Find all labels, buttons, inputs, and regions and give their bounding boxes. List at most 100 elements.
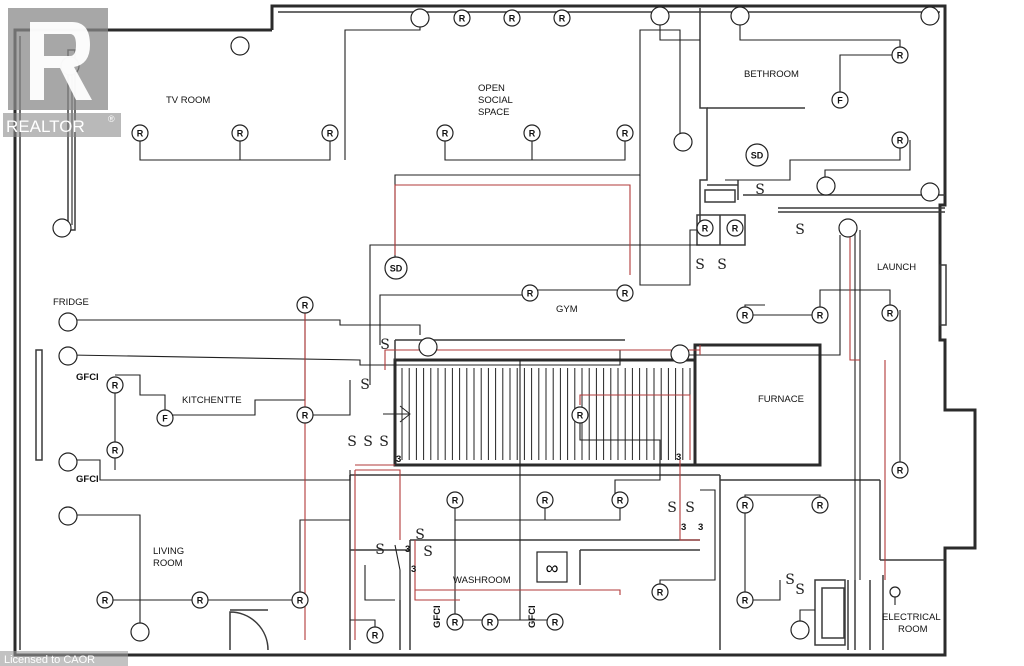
registered-mark: ® xyxy=(108,114,115,124)
switch-icon: S xyxy=(363,434,373,450)
receptacle-icon: R xyxy=(523,124,541,142)
svg-text:R: R xyxy=(702,224,709,234)
room-label-open-social-space-2: SOCIAL xyxy=(478,95,513,106)
svg-text:R: R xyxy=(112,381,119,391)
svg-text:R: R xyxy=(657,588,664,598)
receptacle-icon: R xyxy=(611,491,629,509)
room-label-gym: GYM xyxy=(556,304,578,315)
gfci-label-kitchen: GFCI xyxy=(76,372,99,383)
svg-text:R: R xyxy=(552,618,559,628)
receptacle-icon: R xyxy=(106,441,124,459)
switch-icon: S xyxy=(795,582,805,598)
receptacle-icon: R xyxy=(106,376,124,394)
svg-text:R: R xyxy=(112,446,119,456)
receptacle-icon: R xyxy=(291,591,309,609)
gfci-label-washroom-2: GFCI xyxy=(527,605,538,628)
fan-icon: F xyxy=(831,91,849,109)
receptacle-icon: R xyxy=(736,591,754,609)
room-label-washroom: WASHROOM xyxy=(453,575,511,586)
fridge-label: FRIDGE xyxy=(53,297,89,308)
svg-text:R: R xyxy=(529,129,536,139)
receptacle-icon: R xyxy=(446,613,464,631)
svg-text:F: F xyxy=(837,96,843,106)
room-label-electrical-room-1: ELECTRICAL xyxy=(882,612,941,623)
svg-text:R: R xyxy=(102,596,109,606)
svg-text:R: R xyxy=(542,496,549,506)
circuit-label: 3 xyxy=(405,544,410,555)
receptacle-icon: R xyxy=(616,124,634,142)
svg-text:F: F xyxy=(162,414,168,424)
room-label-launch: LAUNCH xyxy=(877,262,916,273)
svg-text:R: R xyxy=(509,14,516,24)
receptacle-icon: R xyxy=(811,496,829,514)
svg-text:R: R xyxy=(452,496,459,506)
svg-text:R: R xyxy=(897,136,904,146)
svg-text:R: R xyxy=(617,496,624,506)
circuit-label: 3 xyxy=(396,454,401,465)
smoke-detector-icon: SD xyxy=(384,256,408,280)
svg-text:R: R xyxy=(817,501,824,511)
circuit-label: 3 xyxy=(411,564,416,575)
license-text: Licensed to CAOR xyxy=(4,654,95,666)
switch-icon: S xyxy=(685,500,695,516)
realtor-r-icon xyxy=(30,22,92,100)
circuit-label: 3 xyxy=(676,452,681,463)
receptacle-icon: R xyxy=(736,496,754,514)
receptacle-icon: R xyxy=(231,124,249,142)
receptacle-icon: R xyxy=(436,124,454,142)
svg-text:R: R xyxy=(302,411,309,421)
gfci-label-washroom-1: GFCI xyxy=(432,605,443,628)
receptacle-icon: R xyxy=(503,9,521,27)
svg-text:R: R xyxy=(442,129,449,139)
receptacle-icon: R xyxy=(726,219,744,237)
receptacle-icon: R xyxy=(881,304,899,322)
receptacle-icon: R xyxy=(553,9,571,27)
svg-text:R: R xyxy=(372,631,379,641)
license-footer: Licensed to CAOR xyxy=(0,651,128,666)
interior-walls xyxy=(229,8,945,651)
circuit-label: 3 xyxy=(698,522,703,533)
wiring-red xyxy=(304,184,886,640)
receptacle-icon: R xyxy=(446,491,464,509)
svg-text:R: R xyxy=(577,411,584,421)
receptacle-icon: R xyxy=(536,491,554,509)
room-labels: TV ROOM OPEN SOCIAL SPACE BETHROOM LAUNC… xyxy=(153,69,941,635)
receptacle-icon: R xyxy=(296,296,314,314)
receptacle-icon: R xyxy=(96,591,114,609)
receptacle-icon: R xyxy=(131,124,149,142)
switch-icon: S xyxy=(375,542,385,558)
receptacle-icon: R xyxy=(521,284,539,302)
receptacle-icon: R xyxy=(811,306,829,324)
staircase xyxy=(383,368,691,460)
switch-icon: S xyxy=(380,337,390,353)
fan-icon: F xyxy=(156,409,174,427)
smoke-detector-icon: SD xyxy=(745,143,769,167)
room-label-tv-room: TV ROOM xyxy=(166,95,210,106)
switch-icon: S xyxy=(415,527,425,543)
circuit-label: 3 xyxy=(681,522,686,533)
svg-text:R: R xyxy=(897,466,904,476)
room-label-living-room-1: LIVING xyxy=(153,546,184,557)
annotations: FRIDGE GFCI GFCI GFCI GFCI 3 3 3 3 3 3 xyxy=(53,297,703,628)
receptacle-icon: R xyxy=(616,284,634,302)
receptacle-icon: R xyxy=(571,406,589,424)
switch-icon: S xyxy=(360,377,370,393)
svg-text:R: R xyxy=(137,129,144,139)
receptacle-icon: R xyxy=(546,613,564,631)
switch-icon: S xyxy=(347,434,357,450)
svg-text:R: R xyxy=(297,596,304,606)
svg-text:R: R xyxy=(197,596,204,606)
room-label-open-social-space-3: SPACE xyxy=(478,107,510,118)
stair-direction-arrow-icon xyxy=(383,405,411,423)
svg-text:R: R xyxy=(237,129,244,139)
svg-text:R: R xyxy=(622,289,629,299)
receptacle-icon: R xyxy=(366,626,384,644)
fan-icon: ∞ xyxy=(546,558,559,578)
svg-text:R: R xyxy=(897,51,904,61)
switch-icon: S xyxy=(379,434,389,450)
room-label-bethroom: BETHROOM xyxy=(744,69,799,80)
svg-text:SD: SD xyxy=(751,151,764,161)
svg-text:R: R xyxy=(742,311,749,321)
receptacle-icon: R xyxy=(736,306,754,324)
